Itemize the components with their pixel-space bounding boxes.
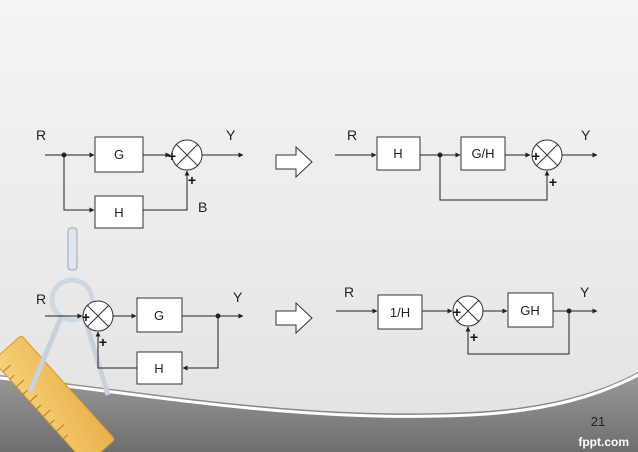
output-label: Y (580, 284, 590, 300)
sign-plus: + (82, 309, 90, 325)
sign-plus: + (168, 148, 176, 164)
compass-ruler-icon (0, 227, 115, 452)
signal-label: B (198, 199, 207, 215)
diagram-top-right: R H G/H + + Y (335, 127, 598, 201)
equivalence-arrow-icon (275, 301, 313, 335)
diagram-bottom-right: R 1/H + + GH Y (336, 284, 598, 355)
block-label: 1/H (390, 305, 410, 320)
sign-plus: + (453, 304, 461, 320)
sign-plus: + (549, 174, 557, 190)
block-label: GH (520, 303, 540, 318)
block-label: G (114, 147, 124, 162)
sign-plus: + (188, 172, 196, 188)
page-number: 21 (591, 414, 605, 429)
input-label: R (36, 291, 46, 307)
output-label: Y (226, 127, 236, 143)
output-label: Y (233, 289, 243, 305)
equivalence-arrow-icon (275, 145, 313, 179)
block-g (136, 297, 183, 333)
block-label: H (154, 361, 163, 376)
block-h (376, 136, 421, 171)
footer-band (0, 372, 638, 452)
block-gh (507, 292, 554, 328)
diagram-bottom-left: R + + G Y H (36, 289, 244, 385)
block-label: H (393, 146, 402, 161)
block-label: G (154, 308, 164, 323)
summing-junction (171, 139, 203, 171)
sign-plus: + (99, 334, 107, 350)
diagram-top-left: R G + + Y H B (36, 127, 244, 229)
input-label: R (347, 127, 357, 143)
input-label: R (36, 127, 46, 143)
summing-junction (531, 139, 563, 171)
sign-plus: + (532, 148, 540, 164)
block-1-over-h (377, 294, 423, 330)
sign-plus: + (470, 329, 478, 345)
block-g (94, 136, 144, 173)
block-h (136, 351, 183, 385)
block-g-over-h (460, 136, 506, 171)
input-label: R (344, 284, 354, 300)
block-h (94, 195, 144, 229)
block-label: G/H (471, 146, 494, 161)
brand-watermark: fppt.com (578, 435, 629, 449)
block-label: H (114, 205, 123, 220)
output-label: Y (581, 127, 591, 143)
